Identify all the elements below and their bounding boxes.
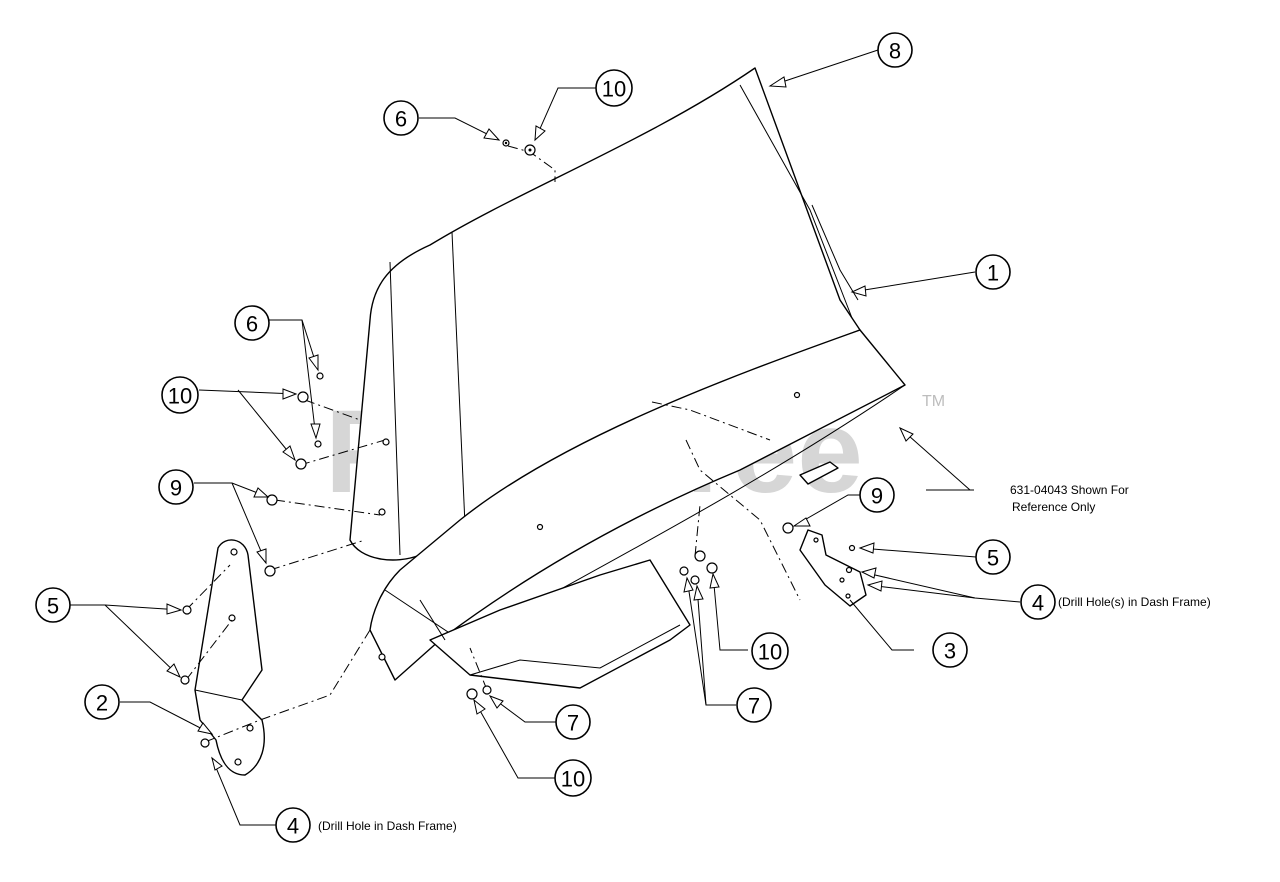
latch bbox=[799, 461, 839, 485]
reference-note-line1: 631-04043 Shown For bbox=[1010, 483, 1129, 497]
callout-7-right: 7 bbox=[736, 687, 772, 723]
svg-text:4: 4 bbox=[287, 814, 299, 839]
svg-text:10: 10 bbox=[758, 640, 782, 665]
callout-9-left: 9 bbox=[158, 469, 194, 505]
callout-9-right: 9 bbox=[859, 477, 895, 513]
callout-7-bottom: 7 bbox=[555, 704, 591, 740]
callout-6-top: 6 bbox=[383, 100, 419, 136]
callout-6-left: 6 bbox=[234, 305, 270, 341]
svg-text:6: 6 bbox=[246, 312, 258, 337]
callout-10-bottom: 10 bbox=[554, 759, 592, 797]
dash-frame bbox=[369, 329, 906, 689]
svg-text:10: 10 bbox=[602, 77, 626, 102]
callout-10-right: 10 bbox=[751, 632, 789, 670]
svg-text:5: 5 bbox=[987, 546, 999, 571]
svg-text:10: 10 bbox=[561, 767, 585, 792]
callout-10-left: 10 bbox=[161, 376, 199, 414]
svg-text:9: 9 bbox=[871, 484, 883, 509]
svg-text:8: 8 bbox=[889, 39, 901, 64]
svg-text:7: 7 bbox=[748, 694, 760, 719]
watermark-trademark: TM bbox=[922, 393, 945, 410]
leader-lines bbox=[70, 49, 1021, 826]
callout-2: 2 bbox=[84, 684, 120, 720]
callout-4-bottom: 4 bbox=[275, 807, 311, 843]
svg-text:2: 2 bbox=[96, 691, 108, 716]
callout-10-top: 10 bbox=[595, 69, 633, 107]
hardware bbox=[180, 139, 856, 748]
callout-5-right: 5 bbox=[975, 539, 1011, 575]
drill-holes-note: (Drill Hole(s) in Dash Frame) bbox=[1058, 595, 1211, 609]
callout-3: 3 bbox=[932, 632, 968, 668]
svg-text:1: 1 bbox=[987, 261, 999, 286]
svg-text:7: 7 bbox=[567, 711, 579, 736]
callout-8: 8 bbox=[877, 32, 913, 68]
bracket-right bbox=[799, 529, 867, 607]
svg-text:10: 10 bbox=[168, 384, 192, 409]
reference-note-line2: Reference Only bbox=[1012, 500, 1095, 514]
svg-text:9: 9 bbox=[170, 476, 182, 501]
assembly-lines bbox=[185, 145, 801, 743]
svg-text:4: 4 bbox=[1032, 591, 1044, 616]
bracket-left bbox=[194, 539, 265, 776]
callout-4-right: 4 bbox=[1020, 584, 1056, 620]
callout-1: 1 bbox=[975, 254, 1011, 290]
svg-text:3: 3 bbox=[944, 639, 956, 664]
svg-text:6: 6 bbox=[395, 107, 407, 132]
drill-hole-note: (Drill Hole in Dash Frame) bbox=[318, 819, 457, 833]
callout-5-left: 5 bbox=[35, 587, 71, 623]
svg-text:5: 5 bbox=[47, 594, 59, 619]
